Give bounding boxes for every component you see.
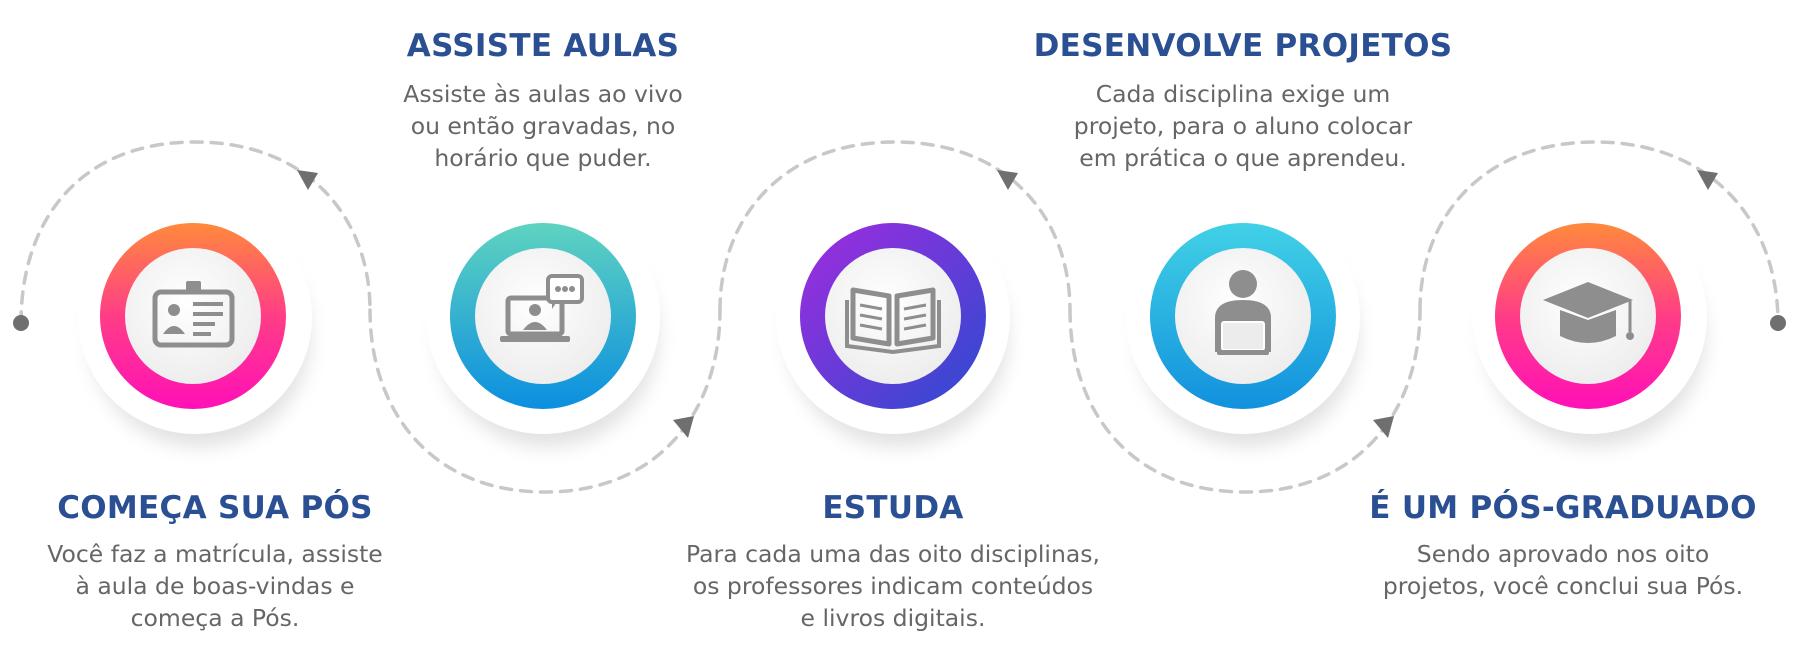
video-lesson-icon (500, 274, 584, 342)
description-line: em prática o que aprendeu. (1079, 144, 1407, 172)
description-line: Você faz a matrícula, assiste (47, 540, 383, 568)
step-3-description: Para cada uma das oito disciplinas, os p… (618, 538, 1168, 634)
description-line: ou então gravadas, no (410, 112, 676, 140)
description-line: projeto, para o aluno colocar (1073, 112, 1413, 140)
step-3-badge (776, 200, 1010, 447)
arrow-head-icon (673, 416, 694, 438)
description-line: Para cada uma das oito disciplinas, (686, 540, 1100, 568)
progress-path (13, 140, 1786, 494)
arrow-head-icon (297, 170, 318, 190)
step-1-badge (78, 200, 312, 447)
step-1-description: Você faz a matrícula, assiste à aula de … (10, 538, 420, 634)
step-5-badge (1473, 200, 1707, 447)
step-4-description: Cada disciplina exige um projeto, para o… (1018, 78, 1468, 174)
open-book-icon (845, 287, 941, 355)
path-start-dot (13, 315, 29, 331)
description-line: projetos, você conclui sua Pós. (1382, 572, 1744, 600)
description-line: e livros digitais. (800, 604, 986, 632)
step-5-title: É UM PÓS-GRADUADO (1369, 490, 1757, 526)
step-4-badge (1126, 200, 1360, 447)
step-1-title: COMEÇA SUA PÓS (57, 490, 373, 526)
description-line: horário que puder. (434, 144, 652, 172)
description-line: começa a Pós. (130, 604, 300, 632)
step-4-title: DESENVOLVE PROJETOS (1033, 28, 1453, 64)
step-5-description: Sendo aprovado nos oito projetos, você c… (1343, 538, 1783, 602)
graduation-cap-icon (1543, 282, 1634, 343)
id-card-icon (152, 281, 235, 348)
person-laptop-icon (1215, 270, 1271, 355)
description-line: Cada disciplina exige um (1095, 80, 1391, 108)
step-2-description: Assiste às aulas ao vivo ou então gravad… (343, 78, 743, 174)
step-2-badge (426, 200, 660, 447)
path-end-dot (1770, 315, 1786, 331)
arrow-head-icon (1697, 170, 1718, 190)
step-2-title: ASSISTE AULAS (406, 28, 680, 64)
description-line: Assiste às aulas ao vivo (403, 80, 683, 108)
step-3-title: ESTUDA (822, 490, 964, 526)
description-line: Sendo aprovado nos oito (1416, 540, 1710, 568)
arrow-head-icon (997, 170, 1018, 190)
description-line: os professores indicam conteúdos (692, 572, 1094, 600)
arrow-head-icon (1373, 416, 1394, 438)
description-line: à aula de boas-vindas e (75, 572, 355, 600)
